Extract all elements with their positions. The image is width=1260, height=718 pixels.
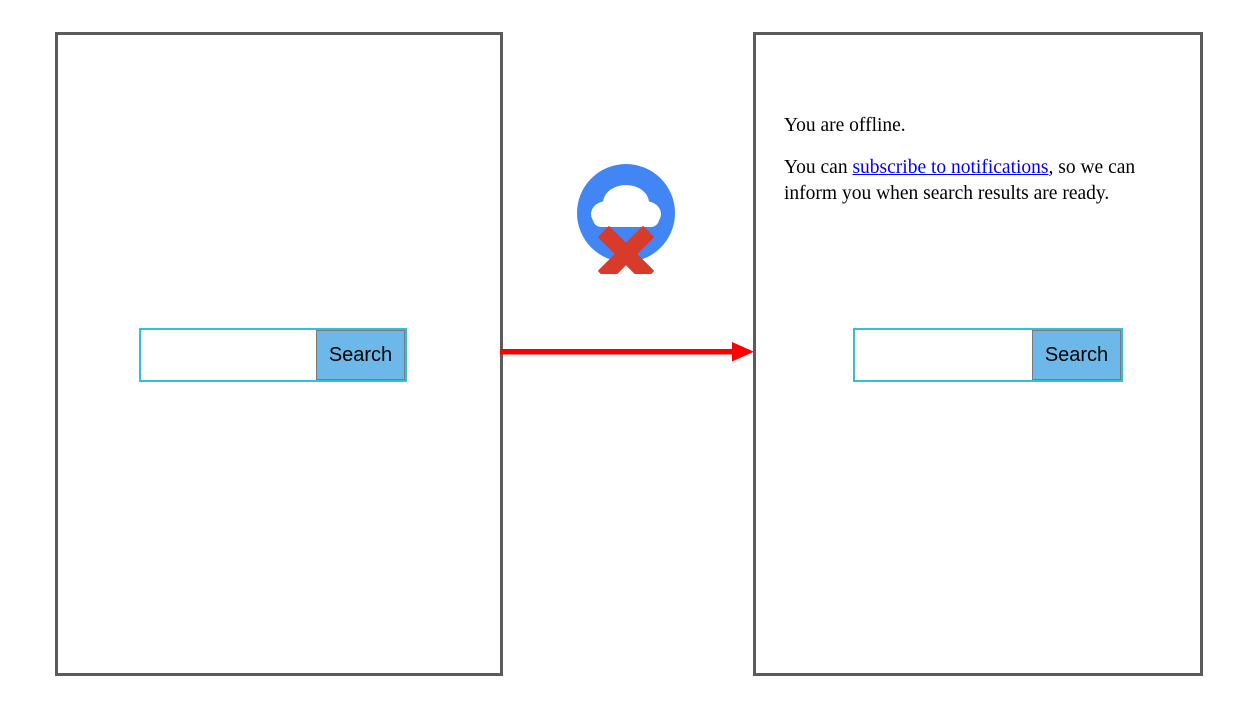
after-state-screen: You are offline. You can subscribe to no…	[753, 32, 1203, 676]
arrow-shaft	[500, 349, 738, 355]
cloud-shape	[591, 185, 661, 227]
search-button[interactable]: Search	[1032, 330, 1121, 380]
search-input[interactable]	[855, 330, 1032, 380]
arrow-right-glyph	[500, 342, 754, 362]
search-widget-after: Search	[853, 328, 1123, 382]
cloud-offline-icon	[576, 164, 676, 282]
offline-subscribe-line: You can subscribe to notifications, so w…	[784, 155, 1174, 206]
subscribe-line-suffix: , so we can inform you when search resul…	[784, 157, 1136, 204]
arrow-right-icon	[500, 336, 756, 367]
subscribe-to-notifications-link[interactable]: subscribe to notifications	[852, 157, 1049, 179]
search-input[interactable]	[141, 330, 316, 380]
arrow-head	[732, 342, 754, 362]
offline-message-block: You are offline. You can subscribe to no…	[784, 113, 1174, 206]
cross-mark	[598, 226, 654, 282]
subscribe-line-prefix: You can	[784, 157, 853, 179]
cloud-offline-glyph	[577, 164, 675, 282]
search-button[interactable]: Search	[316, 330, 405, 380]
search-widget-before: Search	[139, 328, 407, 382]
before-state-screen: Search	[55, 32, 503, 676]
offline-status-line: You are offline.	[784, 115, 906, 136]
